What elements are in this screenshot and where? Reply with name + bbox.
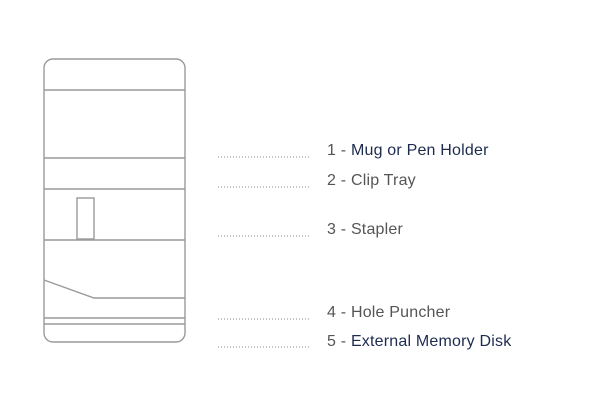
label-number: 4 - bbox=[327, 304, 347, 321]
label-number: 3 - bbox=[327, 221, 347, 238]
label-mug-or-pen-holder: 1 - Mug or Pen Holder bbox=[327, 140, 489, 162]
label-external-memory-disk: 5 - External Memory Disk bbox=[327, 331, 511, 353]
hole-puncher-profile bbox=[43, 279, 185, 299]
label-name: Clip Tray bbox=[350, 172, 416, 189]
label-clip-tray: 2 - Clip Tray bbox=[327, 170, 416, 192]
label-name: External Memory Disk bbox=[350, 333, 512, 350]
label-name: Mug or Pen Holder bbox=[350, 142, 489, 159]
label-hole-puncher: 4 - Hole Puncher bbox=[327, 302, 450, 324]
stapler-slot bbox=[76, 197, 95, 240]
label-name: Hole Puncher bbox=[350, 304, 451, 321]
label-number: 1 - bbox=[327, 142, 347, 159]
organizer-outline bbox=[43, 58, 186, 343]
label-stapler: 3 - Stapler bbox=[327, 219, 403, 241]
label-number: 2 - bbox=[327, 172, 347, 189]
label-number: 5 - bbox=[327, 333, 347, 350]
label-name: Stapler bbox=[350, 221, 404, 238]
